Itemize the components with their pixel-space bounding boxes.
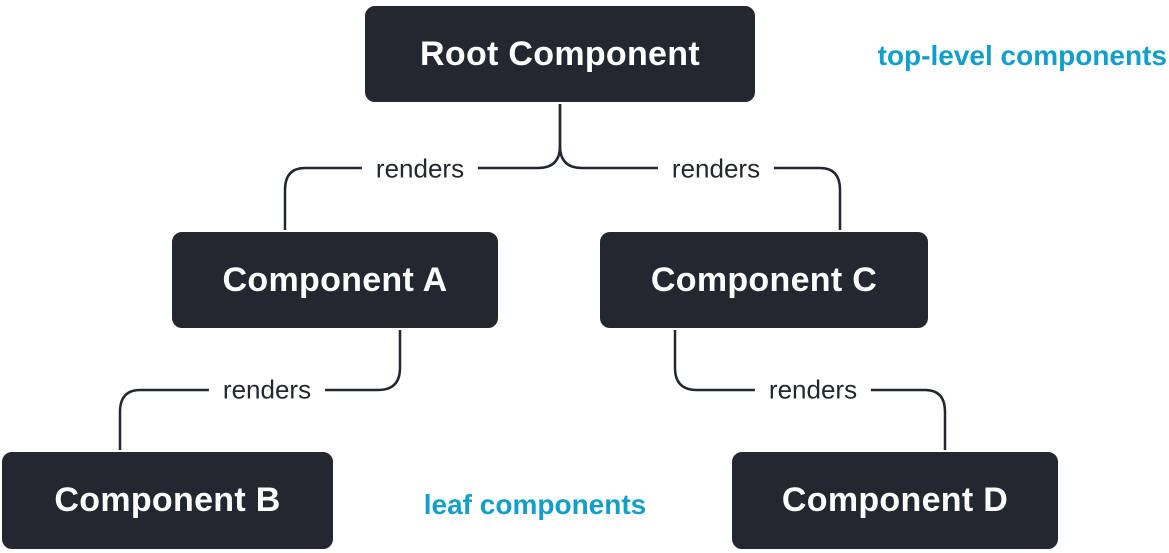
node-component-a: Component A [170,230,500,330]
node-component-c-label: Component C [650,260,878,299]
edge-label-renders-root-c: renders [657,151,775,187]
edge-label-renders-c-d: renders [754,372,872,408]
edge-label-renders-a-b: renders [208,372,326,408]
node-component-a-label: Component A [222,260,448,299]
annotation-leaf-components: leaf components [423,489,647,520]
node-root-component: Root Component [363,4,757,104]
node-component-b: Component B [0,450,335,551]
annotation-top-level-components: top-level components [877,40,1167,71]
node-root-component-label: Root Component [420,34,700,73]
edge-label-renders-root-a: renders [361,151,479,187]
node-component-d: Component D [730,450,1060,551]
node-component-b-label: Component B [54,481,281,519]
node-component-d-label: Component D [781,481,1009,519]
node-component-c: Component C [598,230,930,330]
